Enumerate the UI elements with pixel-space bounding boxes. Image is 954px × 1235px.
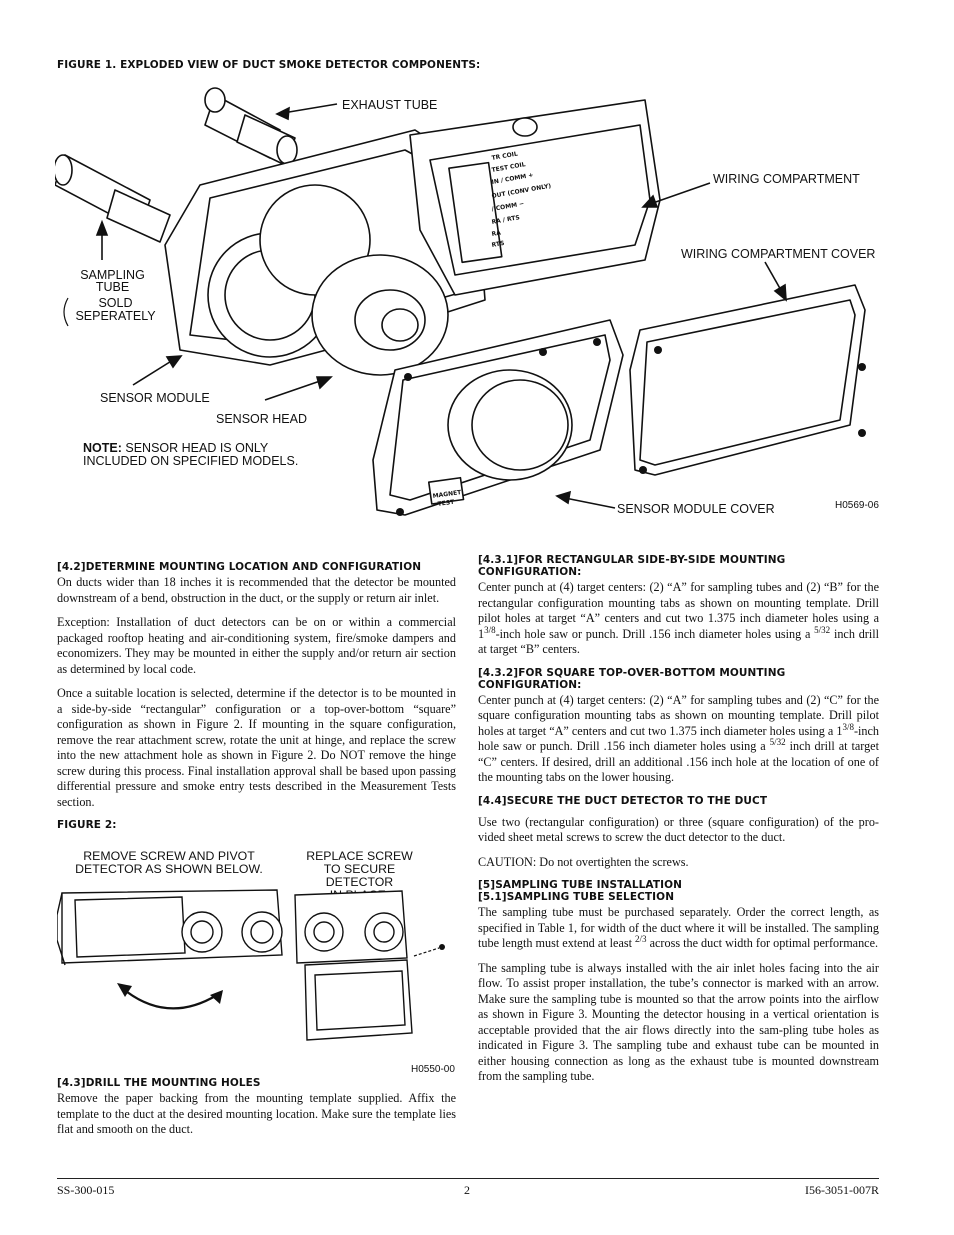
section-4-3-2-paragraph: Center punch at (4) target centers: (2) … [478, 692, 879, 785]
figure-1-drawing-id: H0569-06 [835, 500, 879, 511]
footer-rule [57, 1178, 879, 1179]
section-4-3-paragraph-1: Remove the paper backing from the mounti… [57, 1091, 456, 1136]
footer-document-code: SS-300-015 [57, 1183, 115, 1197]
figure-2-caption-left: REMOVE SCREW AND PIVOT DETECTOR AS SHOWN… [75, 849, 263, 876]
svg-text:MAGNET: MAGNET [432, 489, 462, 500]
footer-manual-number: I56-3051-007R [805, 1183, 879, 1197]
right-column: [4.3.1]FOR RECTANGULAR SIDE-BY-SIDE MOUN… [478, 554, 879, 1094]
mounting-configuration-drawing [57, 889, 445, 1041]
svg-text:TEST: TEST [437, 499, 455, 508]
wiring-compartment-label: WIRING COMPARTMENT [713, 172, 860, 186]
figure-1-illustration: TR COIL TEST COIL IN / COMM + OUT (CONV … [53, 80, 895, 525]
footer-page-number: 2 [464, 1183, 470, 1197]
section-5-heading: [5]SAMPLING TUBE INSTALLATION [478, 879, 683, 891]
sensor-module-cover-label: SENSOR MODULE COVER [617, 502, 775, 516]
sensor-module-label: SENSOR MODULE [100, 391, 210, 405]
figure-2-title: FIGURE 2: [57, 819, 117, 831]
exploded-view-drawing: TR COIL TEST COIL IN / COMM + OUT (CONV … [53, 87, 866, 516]
square-unit-bottom [304, 959, 413, 1041]
note-bold: NOTE: [83, 441, 122, 455]
note-text-2: INCLUDED ON SPECIFIED MODELS. [83, 454, 299, 468]
section-4-3-1-heading: [4.3.1]FOR RECTANGULAR SIDE-BY-SIDE MOUN… [478, 554, 786, 578]
sensor-head-note: NOTE: SENSOR HEAD IS ONLY INCLUDED ON SP… [83, 442, 298, 468]
sensor-head-label: SENSOR HEAD [216, 412, 307, 426]
figure-2-illustration: REMOVE SCREW AND PIVOT DETECTOR AS SHOWN… [57, 845, 457, 1075]
rectangular-unit-shape [61, 889, 283, 964]
figure-1-title: FIGURE 1. EXPLODED VIEW OF DUCT SMOKE DE… [57, 59, 481, 71]
svg-text:RTS: RTS [491, 240, 505, 249]
left-column: [4.2]DETERMINE MOUNTING LOCATION AND CON… [57, 561, 456, 831]
section-4-2-heading: [4.2]DETERMINE MOUNTING LOCATION AND CON… [57, 561, 422, 573]
svg-text:TR COIL: TR COIL [491, 150, 518, 162]
section-4-2-paragraph-2: Exception: Installation of duct detector… [57, 615, 456, 676]
section-4-4-heading: [4.4]SECURE THE DUCT DETECTOR TO THE DUC… [478, 794, 768, 807]
figure-2-drawing-id: H0550-00 [411, 1064, 455, 1075]
section-4-3-1-paragraph: Center punch at (4) target centers: (2) … [478, 580, 880, 656]
left-column-lower: [4.3]DRILL THE MOUNTING HOLES Remove the… [57, 1077, 456, 1147]
svg-text:RA: RA [491, 229, 502, 238]
section-4-3-2-heading: [4.3.2]FOR SQUARE TOP-OVER-BOTTOM MOUNTI… [478, 666, 786, 691]
section-5-1-heading: [5.1]SAMPLING TUBE SELECTION [478, 891, 675, 903]
section-5-1-paragraph-2: The sampling tube is always installed wi… [478, 960, 879, 1084]
exhaust-tube-label: EXHAUST TUBE [342, 98, 438, 112]
sold-separately-label: SOLD SEPERATELY [75, 296, 156, 323]
section-5-1-paragraph-1: The sampling tube must be purchased sepa… [478, 905, 879, 950]
wiring-cover-shape [629, 284, 866, 476]
sampling-tube-label: SAMPLING TUBE [80, 268, 145, 294]
wiring-compartment-cover-label: WIRING COMPARTMENT COVER [681, 247, 876, 261]
section-4-4-paragraph-1: Use two (rectangular configuration) or t… [478, 814, 879, 845]
section-4-2-paragraph-3: Once a suitable location is selected, de… [57, 686, 456, 809]
svg-text:RA / RTS: RA / RTS [491, 214, 520, 226]
section-4-3-heading: [4.3]DRILL THE MOUNTING HOLES [57, 1077, 261, 1089]
section-4-2-paragraph-1: On ducts wider than 18 inches it is reco… [57, 575, 456, 605]
section-4-4-caution: CAUTION: Do not overtighten the screws. [478, 854, 689, 869]
note-text: SENSOR HEAD IS ONLY [121, 441, 269, 455]
